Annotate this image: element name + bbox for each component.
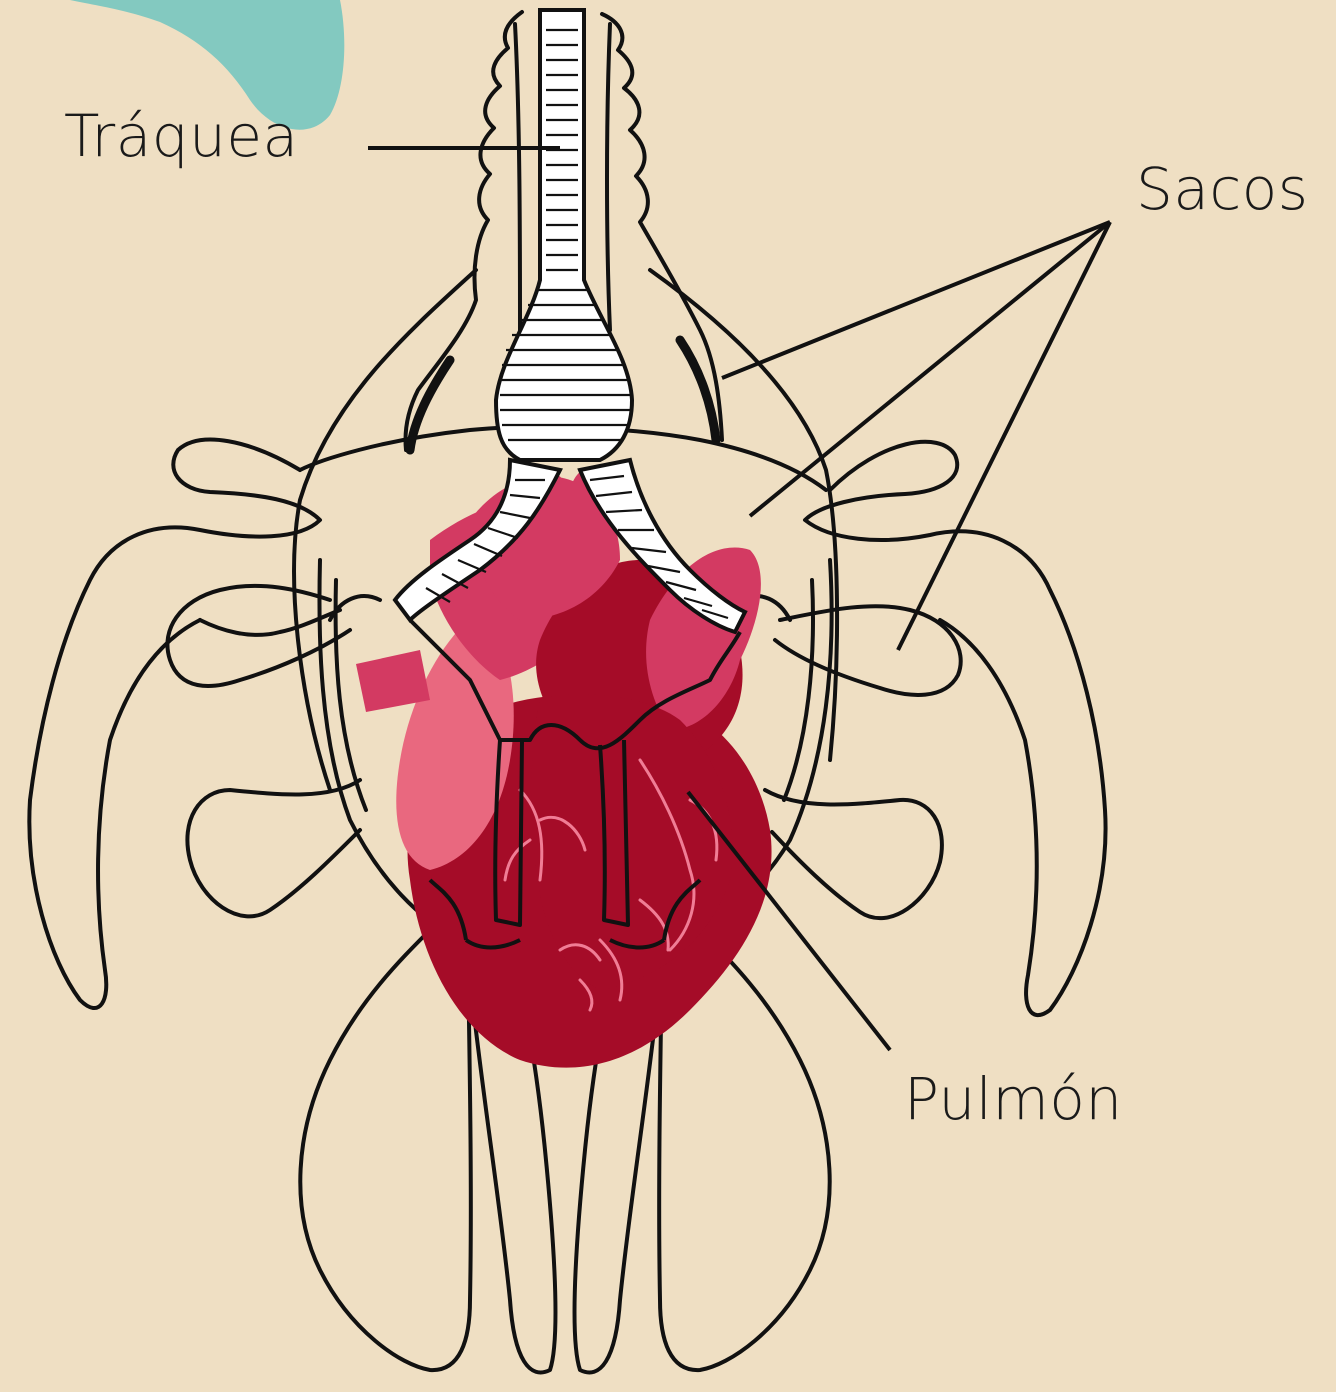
pointer-sacos-2 — [750, 222, 1110, 516]
label-sacos: Sacos — [1136, 160, 1308, 218]
label-pulmon: Pulmón — [904, 1070, 1123, 1128]
pointer-sacos-1 — [722, 222, 1110, 378]
label-traquea: Tráquea — [64, 107, 299, 165]
heart-silhouette — [356, 469, 772, 1068]
pointer-sacos-3 — [898, 222, 1110, 650]
